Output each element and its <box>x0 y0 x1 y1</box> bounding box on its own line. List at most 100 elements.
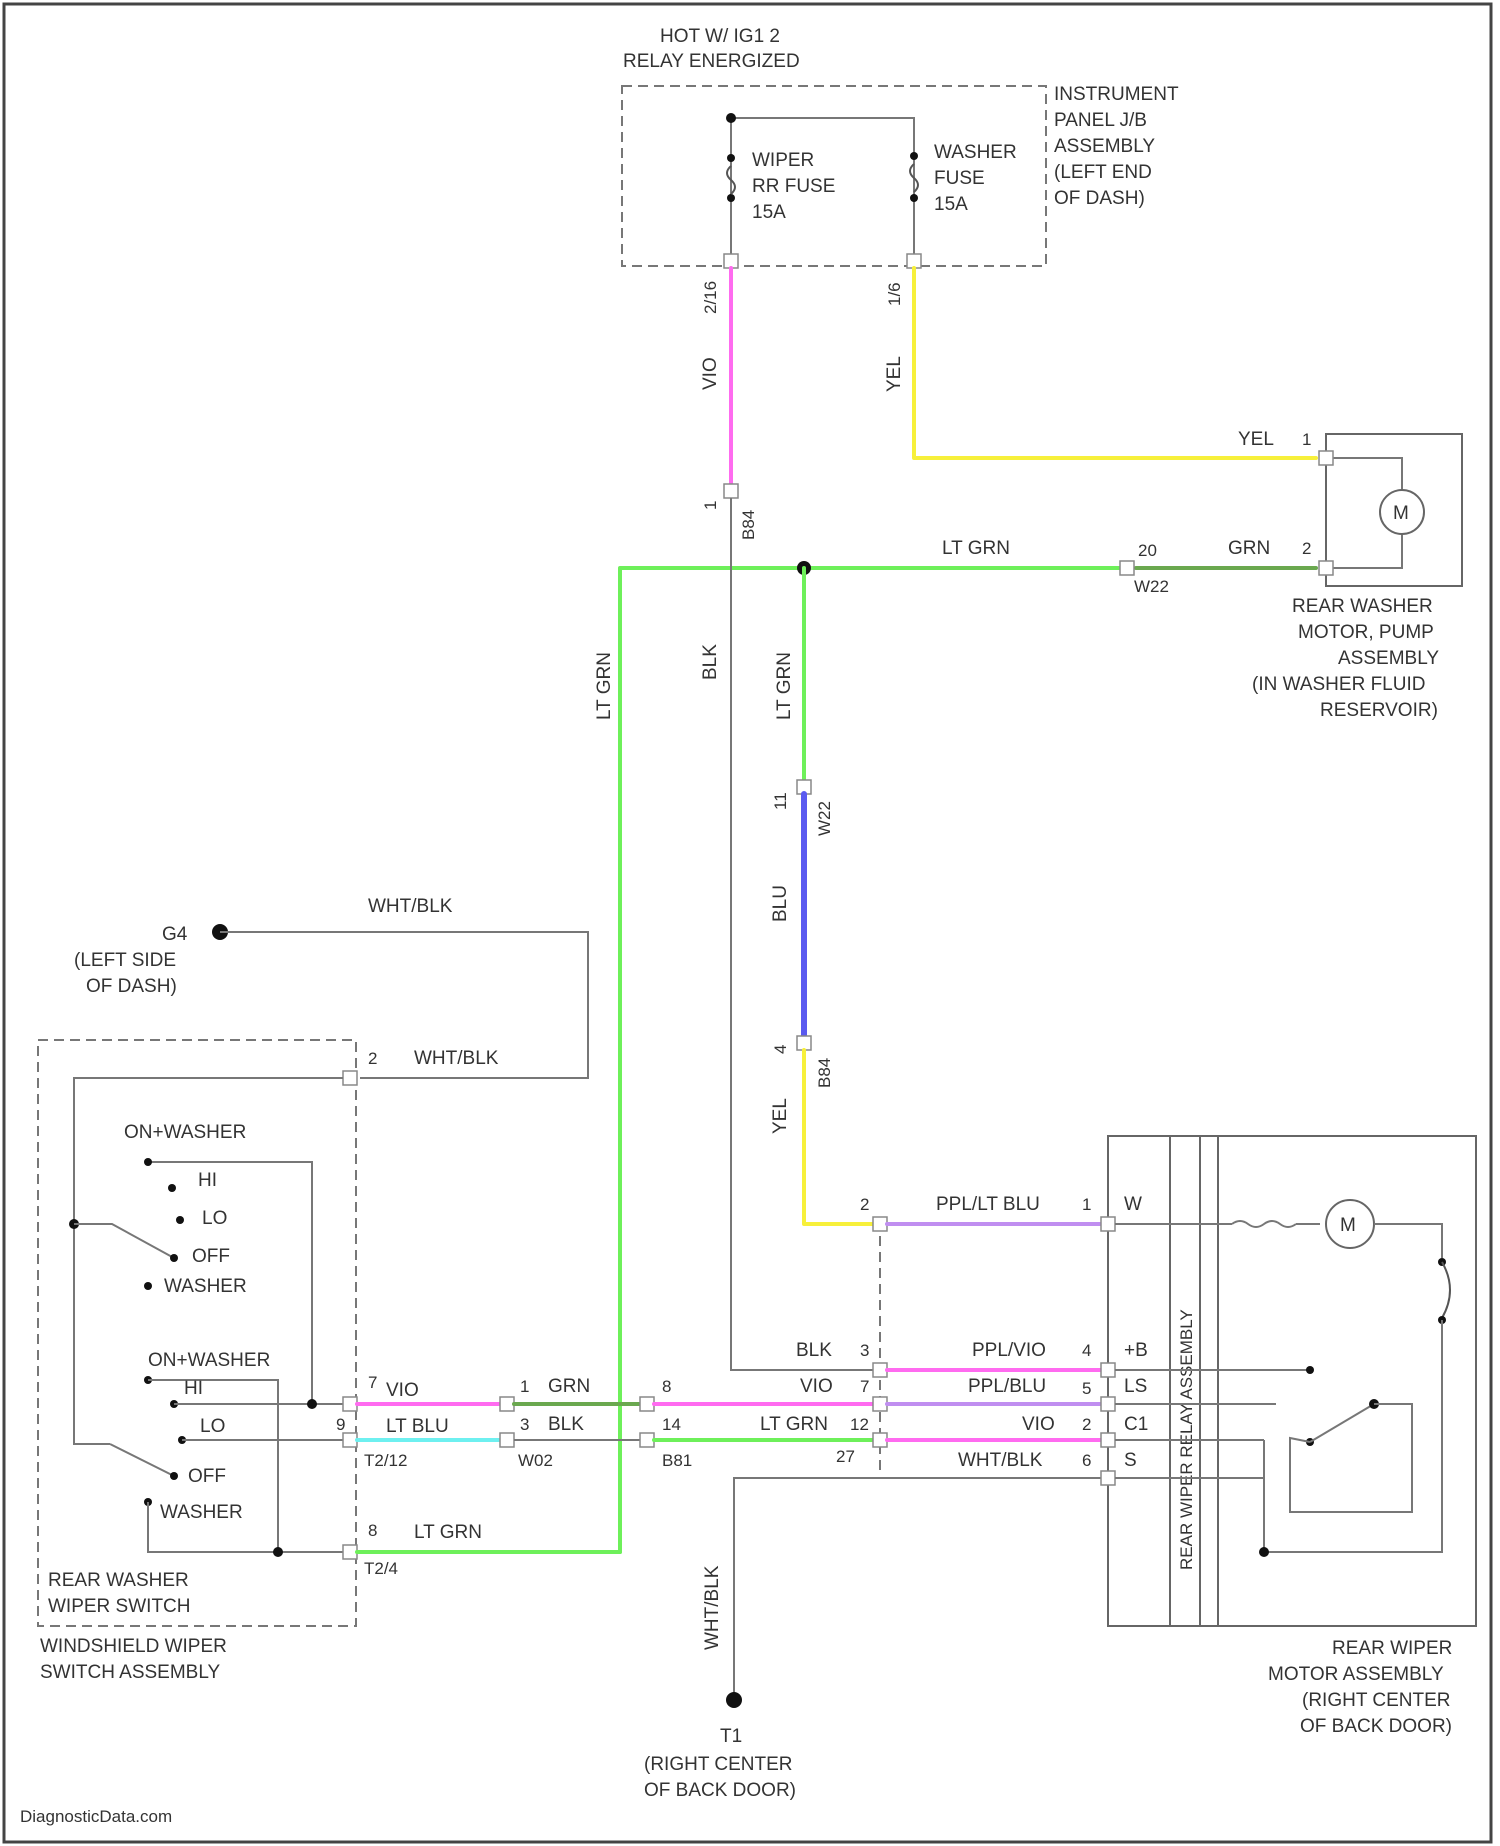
motor-terminal-b: +B <box>1124 1340 1148 1361</box>
pin-r-2b: 2 <box>1082 1415 1091 1434</box>
pin-pump-in-20: 20 <box>1138 541 1157 560</box>
label-vio-a: VIO <box>386 1380 419 1401</box>
pin-r-3: 3 <box>860 1341 869 1360</box>
label-grn-pump: GRN <box>1228 538 1270 559</box>
term-b81-b <box>640 1433 654 1447</box>
motor-term-s <box>1101 1471 1115 1485</box>
g2-pos-2: OFF <box>188 1466 226 1487</box>
pin-r-7: 7 <box>860 1377 869 1396</box>
label-lt-grn-h: LT GRN <box>942 538 1010 559</box>
wire-wht-blk-r <box>734 1478 1104 1700</box>
motor-ls-node <box>1306 1366 1314 1374</box>
pin-mid-11: 11 <box>771 792 790 810</box>
g4-id: G4 <box>162 924 188 945</box>
pin-r-1: 1 <box>1082 1195 1091 1214</box>
group1-title: ON+WASHER <box>124 1122 246 1143</box>
g4-label-0: (LEFT SIDE <box>74 950 176 971</box>
switch-pin-top: 2 <box>368 1049 377 1068</box>
motor-terminal-c1: C1 <box>1124 1414 1148 1435</box>
pin-mid-1-top: 1 <box>701 501 720 510</box>
pin-r-12: 12 <box>850 1415 869 1434</box>
g1-pos-2: OFF <box>192 1246 230 1267</box>
label-blk-r: BLK <box>796 1340 832 1361</box>
washer-fuse-0: WASHER <box>934 142 1017 163</box>
pin-r-6: 6 <box>1082 1451 1091 1470</box>
rear-motor-symbol: M <box>1340 1215 1356 1236</box>
conn-w-bl: W02 <box>518 1451 553 1470</box>
pin-b-3: 3 <box>520 1415 529 1434</box>
fuse-box-label-0: INSTRUMENT <box>1054 84 1179 105</box>
motor-terminal-w: W <box>1124 1194 1142 1215</box>
watermark: DiagnosticData.com <box>20 1807 172 1826</box>
bus-node-1 <box>726 113 736 123</box>
label-lt-grn-b: LT GRN <box>760 1414 828 1435</box>
relay-sw-right <box>1290 1404 1412 1512</box>
motor-term-ls <box>1101 1397 1115 1411</box>
relay-bottom-node <box>1259 1547 1269 1557</box>
term-r-vio <box>873 1397 887 1411</box>
label-ppl-blu: PPL/BLU <box>968 1376 1046 1397</box>
g2-pos-1: LO <box>200 1416 225 1437</box>
pin-mid-4: 4 <box>771 1045 790 1054</box>
term-w02-b <box>500 1433 514 1447</box>
switch-pin-b: 9 <box>336 1415 345 1434</box>
t1-label-0: (RIGHT CENTER <box>644 1754 792 1775</box>
motor-terminal-ls: LS <box>1124 1376 1147 1397</box>
label-blu-mid: BLU <box>770 885 791 922</box>
wiper-fuse-2: 15A <box>752 202 786 223</box>
label-blk-b: BLK <box>548 1414 584 1435</box>
conn-washer: 1/6 <box>885 282 904 306</box>
bus-node-3 <box>727 194 735 202</box>
g1-node-washer <box>144 1282 152 1290</box>
washer-fuse-1: FUSE <box>934 168 985 189</box>
t1-label-1: OF BACK DOOR) <box>644 1780 796 1801</box>
label-ppl-lt-blu: PPL/LT BLU <box>936 1194 1040 1215</box>
pin-b-8: 8 <box>662 1377 671 1396</box>
bus-node-4 <box>910 152 918 160</box>
switch-conn-c: T2/4 <box>364 1559 398 1578</box>
motor-terminal-s: S <box>1124 1450 1137 1471</box>
conn-b-top: B84 <box>739 510 758 540</box>
term-r-lt-grn <box>873 1433 887 1447</box>
g1-node-hi2 <box>168 1184 176 1192</box>
switch-pin-c: 8 <box>368 1521 377 1540</box>
fuse-term-1 <box>724 254 738 268</box>
conn-w-mid: W22 <box>815 801 834 836</box>
switch-washer-arm <box>110 1444 174 1476</box>
motor-m-right <box>1374 1224 1442 1258</box>
pump-motor-symbol: M <box>1393 503 1409 524</box>
group2-title: ON+WASHER <box>148 1350 270 1371</box>
label-lt-grn-sw: LT GRN <box>414 1522 482 1543</box>
g2-washer-node <box>273 1547 283 1557</box>
switch-label-1: WIPER SWITCH <box>48 1596 191 1617</box>
fuse-box-label-4: OF DASH) <box>1054 188 1145 209</box>
g2-pos-0: HI <box>184 1378 203 1399</box>
switch-pin-a: 7 <box>368 1373 377 1392</box>
label-wht-blk-t1: WHT/BLK <box>702 1565 723 1650</box>
rear-motor-label-2: (RIGHT CENTER <box>1302 1690 1450 1711</box>
g1-pos-3: WASHER <box>164 1276 247 1297</box>
label-vio-top: VIO <box>700 357 721 390</box>
switch-term-c <box>343 1545 357 1559</box>
pin-r-5: 5 <box>1082 1379 1091 1398</box>
label-yel-mid: YEL <box>770 1098 791 1134</box>
pump-term-2 <box>1319 561 1333 575</box>
switch-term-a <box>343 1397 357 1411</box>
pin-r-2: 2 <box>860 1195 869 1214</box>
g2-bus-node <box>307 1399 317 1409</box>
wiper-fuse-1: RR FUSE <box>752 176 835 197</box>
switch-term-top <box>343 1071 357 1085</box>
relay-sw-arm <box>1310 1404 1374 1442</box>
conn-b-mid: B84 <box>815 1058 834 1088</box>
fuse-box-label-3: (LEFT END <box>1054 162 1152 183</box>
pump-label-4: RESERVOIR) <box>1320 700 1438 721</box>
label-vio-b: VIO <box>800 1376 833 1397</box>
pump-term-1 <box>1319 451 1333 465</box>
pump-label-1: MOTOR, PUMP <box>1298 622 1434 643</box>
term-b84-mid <box>797 1036 811 1050</box>
conn-wiper: 2/16 <box>701 281 720 314</box>
term-b81-a <box>640 1397 654 1411</box>
fuse-box-label-2: ASSEMBLY <box>1054 136 1155 157</box>
pin-b-1: 1 <box>520 1377 529 1396</box>
bus-node-2 <box>727 154 735 162</box>
